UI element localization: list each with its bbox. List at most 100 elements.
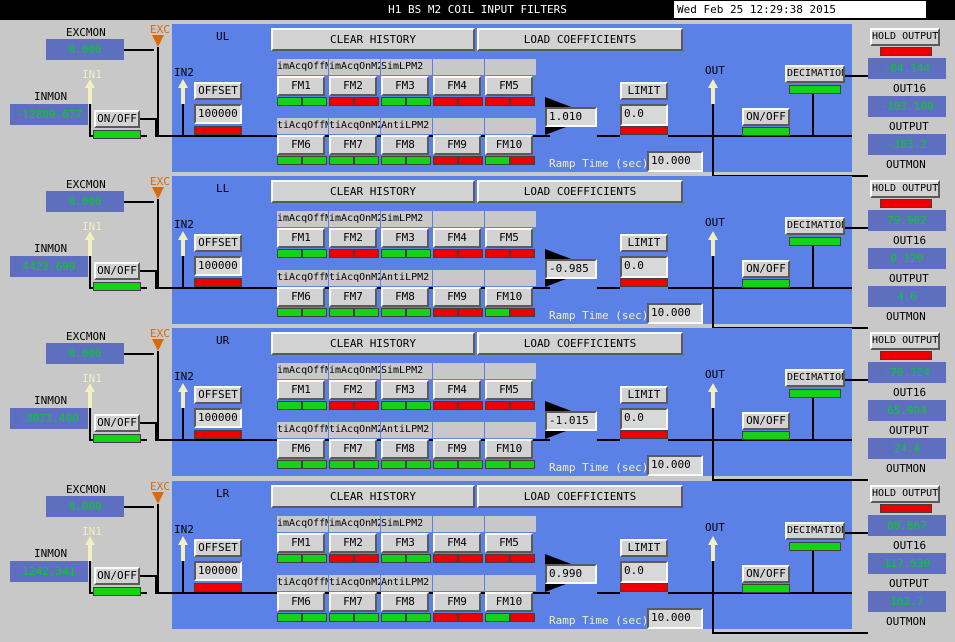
filter-button-fm6[interactable]: FM6 — [277, 439, 325, 459]
filter-button-fm6[interactable]: FM6 — [277, 287, 325, 307]
load-coefficients-button[interactable]: LOAD COEFFICIENTS — [477, 28, 683, 51]
filter-name-label — [485, 516, 536, 532]
clear-history-button[interactable]: CLEAR HISTORY — [271, 485, 475, 508]
filter-button-fm8[interactable]: FM8 — [381, 135, 429, 155]
filter-button-fm7[interactable]: FM7 — [329, 287, 377, 307]
filter-button-fm9[interactable]: FM9 — [433, 592, 481, 612]
filter-button-fm2[interactable]: FM2 — [329, 76, 377, 96]
filter-state-indicator — [510, 156, 535, 165]
filter-button-fm9[interactable]: FM9 — [433, 135, 481, 155]
filter-button-fm4[interactable]: FM4 — [433, 380, 481, 400]
filter-button-fm9[interactable]: FM9 — [433, 439, 481, 459]
offset-field[interactable]: 100000. — [194, 408, 242, 428]
hold-output-button[interactable]: HOLD OUTPUT — [870, 28, 940, 46]
filter-button-fm4[interactable]: FM4 — [433, 533, 481, 553]
gain-field[interactable]: 1.010 — [545, 107, 597, 127]
filter-button-fm3[interactable]: FM3 — [381, 533, 429, 553]
filter-button-fm10[interactable]: FM10 — [485, 439, 533, 459]
filter-button-fm9[interactable]: FM9 — [433, 287, 481, 307]
limit-button[interactable]: LIMIT — [620, 386, 668, 404]
hold-output-button[interactable]: HOLD OUTPUT — [870, 180, 940, 198]
filter-button-fm1[interactable]: FM1 — [277, 533, 325, 553]
out-arrow-icon — [708, 79, 718, 88]
offset-button[interactable]: OFFSET — [194, 386, 242, 404]
gain-field[interactable]: -1.015 — [545, 411, 597, 431]
filter-button-fm10[interactable]: FM10 — [485, 135, 533, 155]
ramp-time-field[interactable]: 10.000 — [647, 608, 703, 629]
filter-button-fm8[interactable]: FM8 — [381, 287, 429, 307]
filter-state-indicator — [406, 460, 431, 469]
offset-button[interactable]: OFFSET — [194, 82, 242, 100]
filter-button-fm10[interactable]: FM10 — [485, 592, 533, 612]
offset-indicator — [194, 278, 242, 287]
input-onoff-button[interactable]: ON/OFF — [94, 262, 140, 280]
input-onoff-button[interactable]: ON/OFF — [94, 567, 140, 585]
filter-button-fm3[interactable]: FM3 — [381, 380, 429, 400]
output-onoff-button[interactable]: ON/OFF — [742, 108, 790, 126]
filter-button-fm7[interactable]: FM7 — [329, 439, 377, 459]
filter-button-fm5[interactable]: FM5 — [485, 76, 533, 96]
input-onoff-button[interactable]: ON/OFF — [94, 110, 140, 128]
limit-field[interactable]: 0.0 — [620, 256, 668, 278]
filter-button-fm7[interactable]: FM7 — [329, 135, 377, 155]
gain-field[interactable]: 0.990 — [545, 564, 597, 584]
offset-field[interactable]: 100000. — [194, 561, 242, 581]
filter-button-fm1[interactable]: FM1 — [277, 228, 325, 248]
output-onoff-button[interactable]: ON/OFF — [742, 260, 790, 278]
filter-button-fm5[interactable]: FM5 — [485, 380, 533, 400]
load-coefficients-button[interactable]: LOAD COEFFICIENTS — [477, 485, 683, 508]
section-name: LL — [216, 182, 230, 195]
offset-button[interactable]: OFFSET — [194, 539, 242, 557]
filter-button-fm5[interactable]: FM5 — [485, 228, 533, 248]
filter-state-indicator — [329, 97, 354, 106]
filter-button-fm2[interactable]: FM2 — [329, 380, 377, 400]
load-coefficients-button[interactable]: LOAD COEFFICIENTS — [477, 180, 683, 203]
limit-indicator — [620, 430, 668, 439]
filter-button-fm4[interactable]: FM4 — [433, 76, 481, 96]
ramp-time-field[interactable]: 10.000 — [647, 303, 703, 324]
ramp-time-field[interactable]: 10.000 — [647, 455, 703, 476]
hold-output-button[interactable]: HOLD OUTPUT — [870, 485, 940, 503]
filter-state-indicator — [302, 554, 327, 563]
hold-output-button[interactable]: HOLD OUTPUT — [870, 332, 940, 350]
clear-history-button[interactable]: CLEAR HISTORY — [271, 332, 475, 355]
filter-button-fm1[interactable]: FM1 — [277, 380, 325, 400]
filter-button-fm1[interactable]: FM1 — [277, 76, 325, 96]
ramp-time-field[interactable]: 10.000 — [647, 151, 703, 172]
limit-field[interactable]: 0.0 — [620, 561, 668, 583]
offset-field[interactable]: 100000. — [194, 256, 242, 276]
offset-field[interactable]: 100000. — [194, 104, 242, 124]
limit-button[interactable]: LIMIT — [620, 539, 668, 557]
decimation-button[interactable]: DECIMATION — [785, 522, 845, 540]
filter-button-fm6[interactable]: FM6 — [277, 592, 325, 612]
output-onoff-button[interactable]: ON/OFF — [742, 565, 790, 583]
clear-history-button[interactable]: CLEAR HISTORY — [271, 180, 475, 203]
filter-button-fm7[interactable]: FM7 — [329, 592, 377, 612]
decimation-button[interactable]: DECIMATION — [785, 217, 845, 235]
filter-button-fm10[interactable]: FM10 — [485, 287, 533, 307]
limit-field[interactable]: 0.0 — [620, 408, 668, 430]
filter-button-fm6[interactable]: FM6 — [277, 135, 325, 155]
limit-button[interactable]: LIMIT — [620, 234, 668, 252]
filter-button-fm8[interactable]: FM8 — [381, 592, 429, 612]
offset-button[interactable]: OFFSET — [194, 234, 242, 252]
filter-button-fm2[interactable]: FM2 — [329, 228, 377, 248]
load-coefficients-button[interactable]: LOAD COEFFICIENTS — [477, 332, 683, 355]
limit-field[interactable]: 0.0 — [620, 104, 668, 126]
filter-button-fm4[interactable]: FM4 — [433, 228, 481, 248]
clear-history-button[interactable]: CLEAR HISTORY — [271, 28, 475, 51]
offset-indicator — [194, 126, 242, 135]
input-onoff-button[interactable]: ON/OFF — [94, 414, 140, 432]
limit-button[interactable]: LIMIT — [620, 82, 668, 100]
output-onoff-button[interactable]: ON/OFF — [742, 412, 790, 430]
filter-button-fm5[interactable]: FM5 — [485, 533, 533, 553]
decimation-button[interactable]: DECIMATION — [785, 65, 845, 83]
decimation-button[interactable]: DECIMATION — [785, 369, 845, 387]
gain-field[interactable]: -0.985 — [545, 259, 597, 279]
filter-button-fm2[interactable]: FM2 — [329, 533, 377, 553]
filter-button-fm8[interactable]: FM8 — [381, 439, 429, 459]
filter-button-fm3[interactable]: FM3 — [381, 228, 429, 248]
filter-state-indicator — [485, 97, 510, 106]
outmon-label: OUTMON — [886, 462, 926, 475]
filter-button-fm3[interactable]: FM3 — [381, 76, 429, 96]
